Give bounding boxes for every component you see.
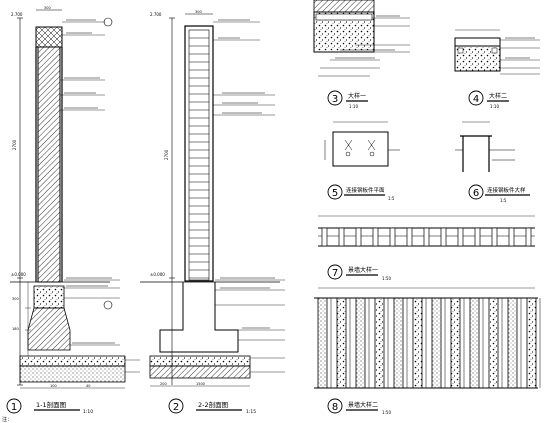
footnote-label: 注： (2, 416, 12, 423)
foundation-upper (33, 285, 65, 309)
detail-tag-3 (103, 17, 113, 27)
view-number-circle-8 (327, 398, 343, 414)
view-scale-2: 1:15 (246, 409, 256, 415)
view-title-4: 大样二 (489, 92, 507, 100)
view-number-7: 7 (332, 268, 338, 279)
view-number-circle-7 (327, 264, 343, 280)
level-top-1: 2.700 (11, 12, 23, 17)
dim-200-2: 200 (160, 382, 167, 386)
level-ground-2: ±0.000 (150, 272, 165, 277)
detail-tag-4 (103, 300, 113, 310)
view-3-detail: 3 大样一 1:10 (313, 0, 410, 109)
view-scale-7: 1:50 (382, 276, 391, 281)
brick-courses (189, 37, 209, 279)
wall-body (37, 46, 61, 283)
view-5-plate-plan: 5 连接钢板件平面 1:5 (324, 121, 400, 201)
view-6-plate-detail: 6 连接钢板件大样 1:5 (455, 121, 530, 203)
view-title-7: 景墙大样一 (348, 266, 378, 274)
gravel-bed-2 (149, 355, 251, 367)
dim-1500-2: 1500 (196, 382, 205, 386)
view-number-circle-3 (327, 90, 343, 106)
level-top-2: 2.700 (150, 12, 162, 17)
view-scale-6: 1:5 (500, 198, 507, 203)
view-number-3: 3 (332, 94, 338, 105)
view-number-2: 2 (173, 402, 179, 413)
elevation-posts (321, 227, 532, 247)
view-scale-5: 1:5 (388, 196, 395, 201)
dim-300-top-1: 300 (44, 6, 51, 10)
view-title-2: 2-2剖面图 (198, 400, 228, 409)
dim-300-top-2: 300 (195, 10, 202, 14)
dim-300-1: 300 (12, 297, 19, 301)
view-title-6: 连接钢板件大样 (487, 186, 526, 194)
view-title-8: 景墙大样二 (348, 401, 378, 409)
view-1-section: 2700 ±0.000 2.700 300 (6, 6, 140, 415)
view-number-5: 5 (332, 188, 338, 199)
base-layer-2 (149, 365, 251, 379)
view-7-elevation: 7 景墙大样一 1:50 (318, 215, 535, 281)
dim-2700: 2700 (12, 139, 17, 150)
view-number-circle-1 (6, 398, 22, 414)
view-number-1: 1 (11, 402, 17, 413)
foundation-footing (27, 307, 71, 351)
view-8-elevation: 8 景墙大样二 1:50 (314, 287, 541, 415)
view-number-8: 8 (332, 402, 338, 413)
dim-100-1: 100 (50, 384, 57, 388)
view-number-6: 6 (473, 188, 479, 199)
dim-40-1: 40 (86, 384, 90, 388)
view-scale-4: 1:10 (490, 104, 499, 109)
view-title-5: 连接钢板件平面 (346, 186, 385, 194)
wall-brick (184, 25, 214, 282)
view-number-circle-5 (327, 184, 343, 200)
cap-stone (35, 26, 63, 48)
dim-2700-2: 2700 (164, 149, 169, 160)
view-2-section: 2700 ±0.000 2.700 300 (140, 10, 285, 415)
base-layer (19, 365, 126, 383)
view-title-3: 大样一 (348, 92, 366, 100)
dim-180-1: 180 (12, 327, 19, 331)
view-4-detail: 4 大样二 1:10 (454, 29, 540, 109)
level-ground-1: ±0.000 (11, 272, 26, 277)
view-scale-1: 1:10 (83, 409, 93, 415)
elevation-bands (317, 297, 541, 389)
view-number-circle-2 (168, 398, 184, 414)
view-number-circle-6 (468, 184, 484, 200)
gravel-bed (19, 355, 126, 367)
view-title-1: 1-1剖面图 (36, 400, 66, 409)
view-number-circle-4 (468, 90, 484, 106)
view-scale-3: 1:10 (349, 104, 358, 109)
view-scale-8: 1:50 (382, 410, 391, 415)
view-number-4: 4 (473, 94, 479, 105)
